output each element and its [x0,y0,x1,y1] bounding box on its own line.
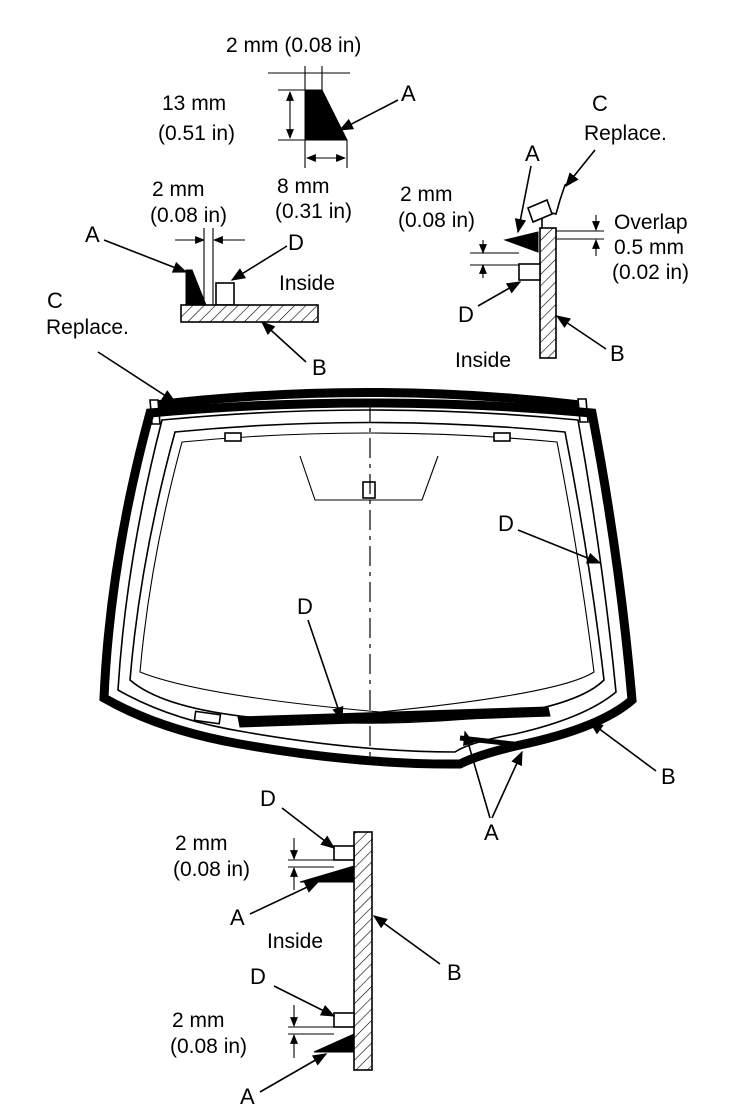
lower-spacer-strip-d [237,706,551,728]
bottom-dam-a-lower [313,1033,355,1053]
callout-d-main-center: D [297,594,313,619]
bottom-glass-b [353,831,373,1071]
callout-d-left: D [288,230,304,255]
overlap-in: (0.02 in) [612,261,689,284]
left-spacer-d [215,282,235,306]
inside-left: Inside [279,272,335,295]
dim-2mm-bottom-upper: 2 mm [175,832,228,855]
dim-2mm-right-in: (0.08 in) [398,209,475,232]
dim-2mm-left: 2 mm [152,178,205,201]
left-dam-detail: 2 mm (0.08 in) A D Inside B [85,178,335,380]
replace-main: Replace. [46,316,129,339]
overlap-mm: 0.5 mm [614,236,684,259]
callout-b-right: B [610,341,625,366]
left-glass-b [180,304,319,323]
dim-2mm-bottom-lower-in: (0.08 in) [170,1035,247,1058]
bottom-spacer-d-lower [333,1012,355,1028]
right-dam-shape [503,231,539,253]
callout-a-left: A [85,222,100,247]
callout-c-main: C [47,288,63,313]
inside-right: Inside [455,349,511,372]
replace-right: Replace. [584,122,667,145]
glass-edge-b [99,398,637,769]
dim-2mm-bottom-upper-in: (0.08 in) [173,858,250,881]
bottom-edge-detail: D 2 mm (0.08 in) A Inside B D 2 mm (0.08… [170,786,462,1109]
callout-b-left: B [312,355,327,380]
callout-a-right: A [525,141,540,166]
bottom-dam-a-upper [299,865,355,883]
bottom-spacer-d-upper [333,845,355,861]
callout-b-main: B [661,764,676,789]
dim-8mm-in: (0.31 in) [275,200,352,223]
right-spacer-d [518,263,541,281]
dim-13mm: 13 mm [162,92,226,115]
callout-a-bottom-upper: A [230,905,245,930]
callout-a-bottom-lower: A [240,1084,255,1109]
dim-2mm-bottom-lower: 2 mm [172,1009,225,1032]
dim-2mm-top: 2 mm (0.08 in) [226,34,361,57]
dim-8mm: 8 mm [277,175,330,198]
right-molding-detail: C Replace. A 2 mm (0.08 in) Overlap 0.5 … [398,91,689,372]
inside-bottom: Inside [267,930,323,953]
callout-d-bottom-lower: D [250,964,266,989]
callout-c-right: C [592,91,608,116]
dim-13mm-in: (0.51 in) [158,122,235,145]
callout-d-right: D [458,302,474,327]
mirror-mount [299,455,439,501]
left-dam-shape [185,269,207,306]
dam-profile-shape [304,89,348,141]
windshield: C Replace. D D A B [46,288,676,845]
top-molding-c [154,388,581,410]
callout-a-top: A [401,81,416,106]
callout-d-bottom-upper: D [260,786,276,811]
dim-2mm-left-in: (0.08 in) [150,204,227,227]
dim-2mm-right: 2 mm [400,183,453,206]
dam-profile-detail: 2 mm (0.08 in) 13 mm (0.51 in) 8 mm (0.3… [158,34,416,223]
overlap-label: Overlap [614,211,688,234]
callout-a-main: A [484,820,499,845]
callout-d-main-right: D [498,511,514,536]
right-glass-b [539,227,557,359]
callout-b-bottom: B [447,960,462,985]
